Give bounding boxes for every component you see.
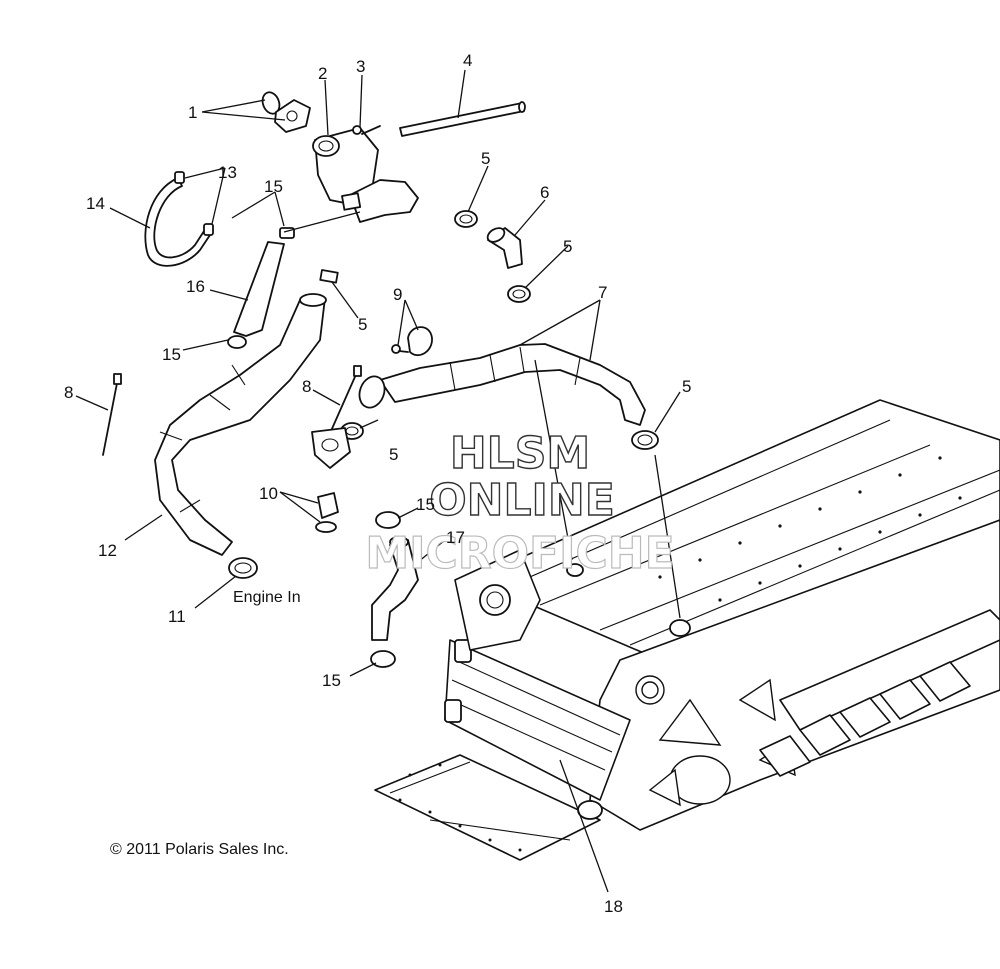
callout-15a: 15 bbox=[264, 177, 283, 196]
watermark-line1: HLSM bbox=[450, 428, 590, 479]
part-5-clamps bbox=[319, 210, 659, 450]
callout-1: 1 bbox=[188, 103, 197, 122]
callout-14: 14 bbox=[86, 194, 105, 213]
callout-5d: 5 bbox=[389, 445, 398, 464]
callout-7: 7 bbox=[598, 283, 607, 302]
part-9-clamp bbox=[391, 326, 433, 357]
engine-in-label: Engine In bbox=[233, 589, 301, 606]
part-12-hose bbox=[154, 293, 327, 556]
part-11-clamp bbox=[228, 557, 258, 579]
callout-5e: 5 bbox=[682, 377, 691, 396]
part-16-hose bbox=[233, 241, 285, 337]
part-4-tube bbox=[399, 101, 526, 137]
callout-8a: 8 bbox=[64, 383, 73, 402]
part-8-cable-ties bbox=[102, 365, 362, 456]
callout-3: 3 bbox=[356, 57, 365, 76]
callout-13: 13 bbox=[218, 163, 237, 182]
callout-15c: 15 bbox=[416, 495, 435, 514]
callout-16: 16 bbox=[186, 277, 205, 296]
callout-5c: 5 bbox=[358, 315, 367, 334]
watermark-line2: ONLINE bbox=[429, 475, 615, 526]
callout-9: 9 bbox=[393, 285, 402, 304]
part-6-elbow bbox=[486, 227, 523, 269]
rear-slats bbox=[759, 609, 1000, 777]
callout-2: 2 bbox=[318, 64, 327, 83]
callout-5b: 5 bbox=[563, 237, 572, 256]
watermark: HLSM ONLINE MICROFICHE bbox=[365, 427, 676, 579]
part-7-hose bbox=[358, 343, 646, 426]
callout-15d: 15 bbox=[322, 671, 341, 690]
tunnel-chassis bbox=[374, 399, 1000, 861]
callout-5a: 5 bbox=[481, 149, 490, 168]
heat-exchanger-18 bbox=[374, 639, 631, 861]
part-1-cap-gasket bbox=[261, 91, 311, 133]
part-10-thermostat bbox=[311, 427, 351, 533]
part-14-breather-hose bbox=[144, 171, 214, 267]
callout-12: 12 bbox=[98, 541, 117, 560]
callout-10: 10 bbox=[259, 484, 278, 503]
part-17-hose bbox=[371, 536, 419, 641]
part-3-screw bbox=[352, 125, 381, 135]
part-15-clamps bbox=[227, 227, 401, 668]
callout-11: 11 bbox=[168, 607, 186, 626]
callout-labels: 1 2 3 4 5 5 5 5 5 6 7 8 8 9 10 11 12 13 … bbox=[64, 51, 691, 916]
callout-17: 17 bbox=[446, 528, 465, 547]
part-2-reservoir bbox=[312, 127, 419, 223]
callout-15b: 15 bbox=[162, 345, 181, 364]
callout-4: 4 bbox=[463, 51, 472, 70]
callout-18: 18 bbox=[604, 897, 623, 916]
callout-6: 6 bbox=[540, 183, 549, 202]
watermark-line3: MICROFICHE bbox=[365, 528, 674, 579]
leader-lines bbox=[75, 69, 681, 893]
copyright-text: © 2011 Polaris Sales Inc. bbox=[110, 841, 289, 858]
callout-8b: 8 bbox=[302, 377, 311, 396]
